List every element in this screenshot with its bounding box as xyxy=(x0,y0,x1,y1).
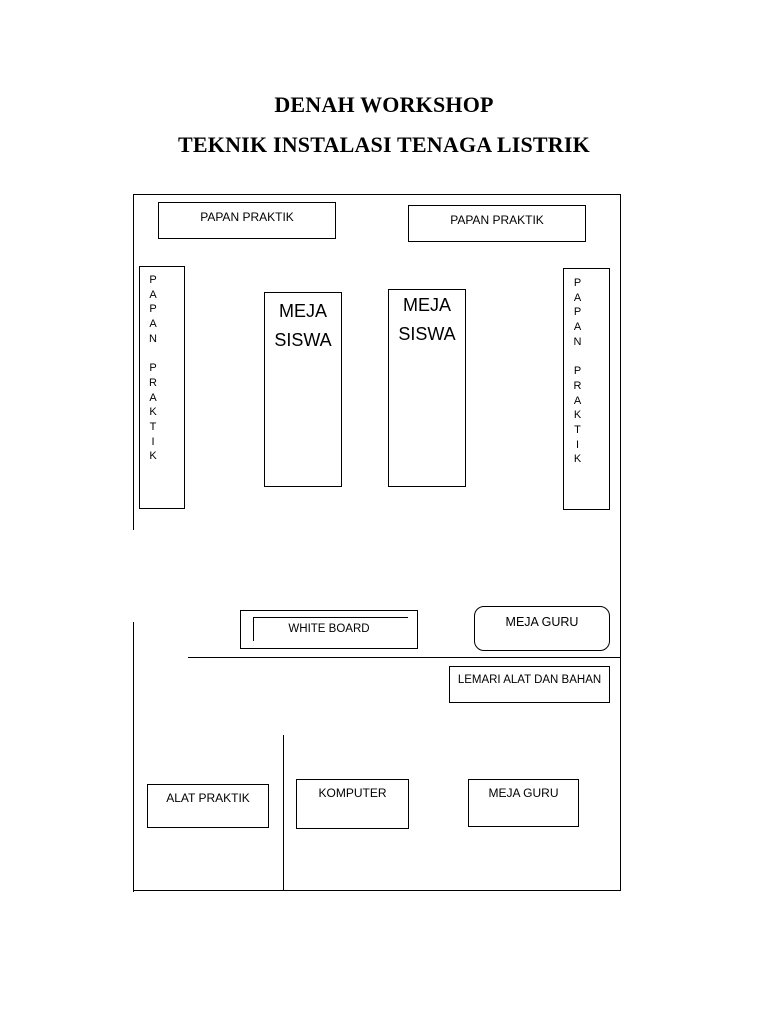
white-board-inner-left xyxy=(253,617,254,641)
wall-right xyxy=(620,194,621,890)
white-board-label: WHITE BOARD xyxy=(288,623,370,635)
meja-siswa-2: MEJA SISWA xyxy=(388,289,466,487)
papan-praktik-right: P A P A N P R A K T I K xyxy=(563,268,610,510)
wall-top xyxy=(133,194,621,195)
komputer: KOMPUTER xyxy=(296,779,409,829)
papan-praktik-left-label: P A P A N P R A K T I K xyxy=(149,274,157,463)
meja-siswa-1: MEJA SISWA xyxy=(264,292,342,487)
wall-left-lower xyxy=(133,622,134,892)
papan-praktik-top-right-label: PAPAN PRAKTIK xyxy=(450,213,544,227)
wall-partition-vertical xyxy=(283,735,284,890)
meja-guru-upper-label: MEJA GURU xyxy=(505,615,579,629)
wall-bottom xyxy=(133,890,621,891)
papan-praktik-right-label: P A P A N P R A K T I K xyxy=(573,277,582,466)
wall-left-upper xyxy=(133,194,134,530)
meja-guru-upper: MEJA GURU xyxy=(474,606,610,651)
wall-partition-horizontal xyxy=(188,657,620,658)
meja-guru-lower: MEJA GURU xyxy=(468,779,579,827)
papan-praktik-left: P A P A N P R A K T I K xyxy=(139,266,185,509)
papan-praktik-top-left-label: PAPAN PRAKTIK xyxy=(200,210,294,224)
papan-praktik-top-right: PAPAN PRAKTIK xyxy=(408,205,586,242)
alat-praktik-label: ALAT PRAKTIK xyxy=(166,791,250,805)
diagram-subtitle: TEKNIK INSTALASI TENAGA LISTRIK xyxy=(178,132,590,157)
meja-guru-lower-label: MEJA GURU xyxy=(488,786,559,800)
lemari-alat-dan-bahan-label: LEMARI ALAT DAN BAHAN xyxy=(457,674,602,686)
meja-siswa-2-label: MEJA SISWA xyxy=(398,295,456,344)
white-board: WHITE BOARD xyxy=(240,610,418,649)
meja-siswa-1-label: MEJA SISWA xyxy=(274,301,332,350)
lemari-alat-dan-bahan: LEMARI ALAT DAN BAHAN xyxy=(449,666,610,703)
komputer-label: KOMPUTER xyxy=(318,786,387,800)
diagram-title: DENAH WORKSHOP xyxy=(274,92,494,117)
alat-praktik: ALAT PRAKTIK xyxy=(147,784,269,828)
white-board-inner-top xyxy=(253,617,408,618)
papan-praktik-top-left: PAPAN PRAKTIK xyxy=(158,202,336,239)
